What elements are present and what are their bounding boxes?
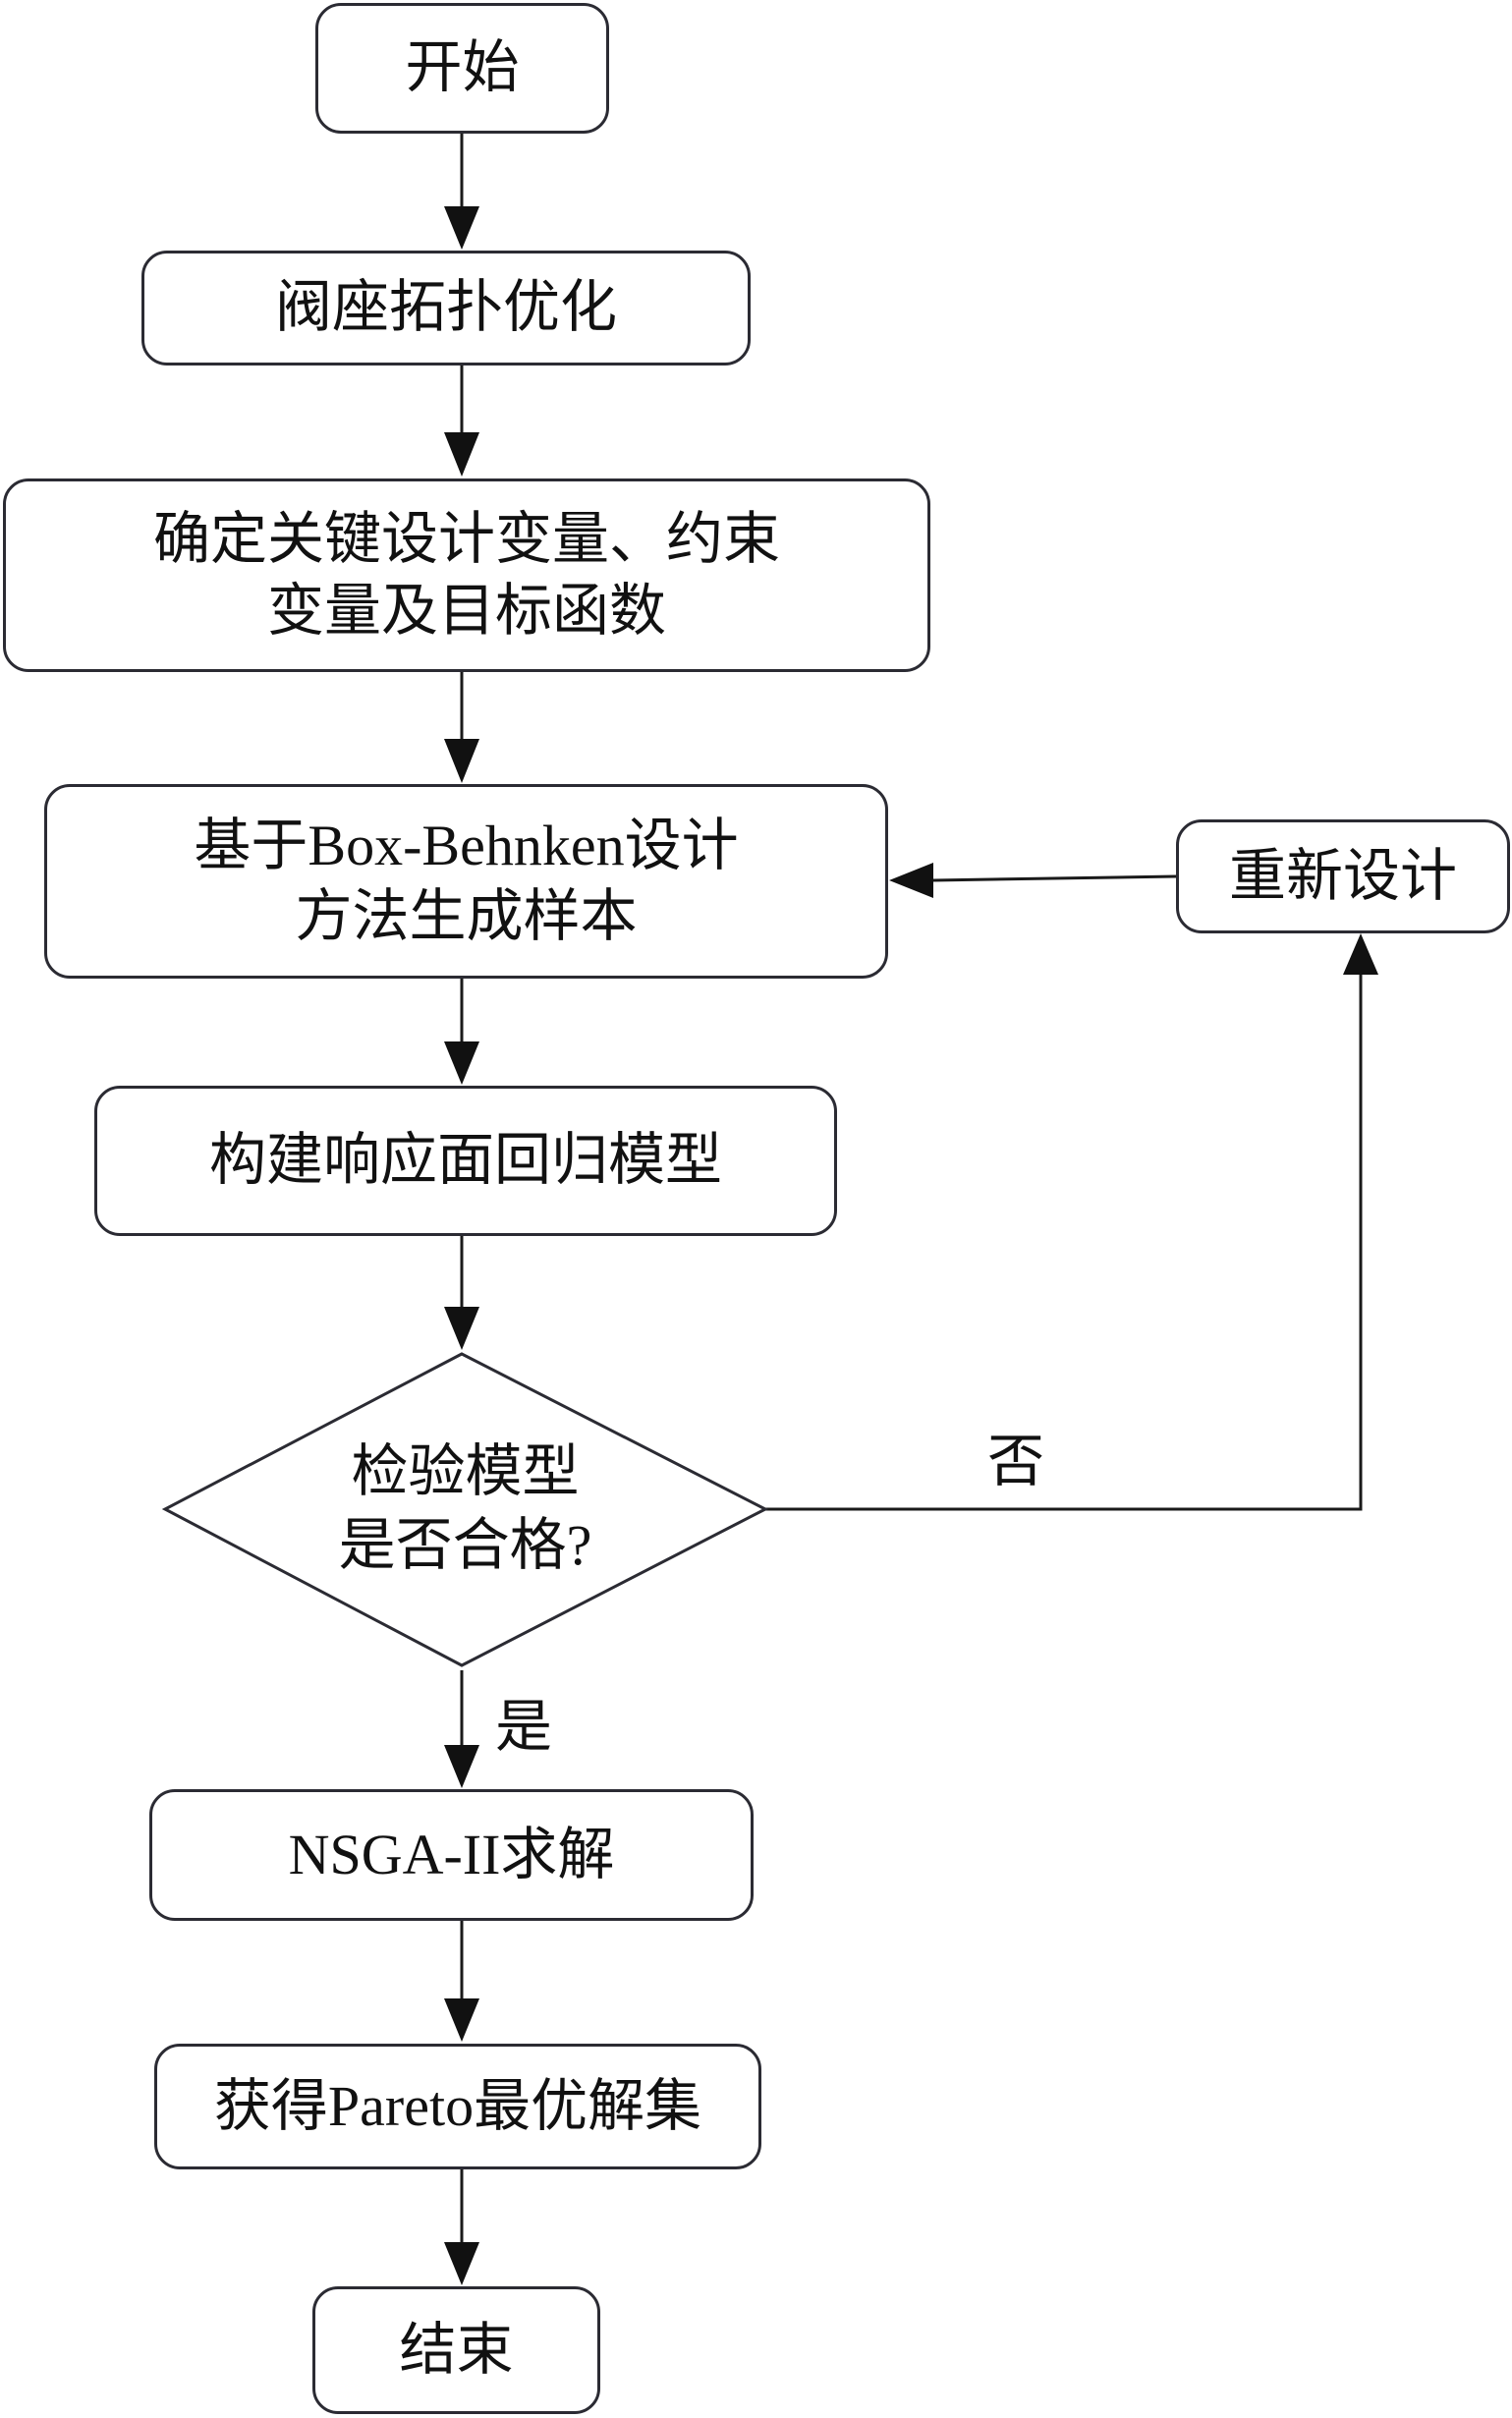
bbd-label-line1: 基于Box-Behnken设计	[194, 813, 739, 877]
no-branch-label: 否	[987, 1430, 1045, 1493]
pareto-node: 获得Pareto最优解集	[154, 2044, 761, 2169]
bbd-sampling-node: 基于Box-Behnken设计 方法生成样本	[44, 784, 888, 979]
decision-text: 检验模型 是否合格?	[165, 1434, 765, 1583]
arrowhead	[444, 1745, 479, 1788]
decision-label-line2: 是否合格?	[338, 1513, 592, 1578]
arrowhead	[444, 206, 479, 250]
arrowhead	[1343, 933, 1378, 975]
rsm-model-node: 构建响应面回归模型	[94, 1086, 837, 1236]
decision-diamond	[161, 1352, 769, 1667]
arrowhead	[444, 1998, 479, 2042]
arrowhead	[889, 863, 933, 898]
define-variables-node: 确定关键设计变量、约束 变量及目标函数	[3, 478, 930, 672]
bbd-label-line2: 方法生成样本	[295, 884, 638, 948]
start-node: 开始	[315, 3, 609, 134]
yes-branch-label: 是	[495, 1695, 553, 1759]
topology-label: 阀座拓扑优化	[274, 275, 617, 340]
arrowhead	[444, 739, 479, 783]
topology-node: 阀座拓扑优化	[141, 251, 751, 366]
nsga-label: NSGA-II求解	[288, 1822, 615, 1886]
nsga-node: NSGA-II求解	[149, 1789, 754, 1921]
redesign-node: 重新设计	[1176, 819, 1510, 933]
define-label-line1: 确定关键设计变量、约束	[152, 507, 780, 571]
decision-label-line1: 检验模型	[351, 1439, 580, 1503]
arrowhead	[444, 432, 479, 477]
redesign-label: 重新设计	[1228, 843, 1457, 908]
end-node: 结束	[312, 2286, 600, 2414]
pareto-label: 获得Pareto最优解集	[213, 2073, 702, 2138]
arrowhead	[444, 1307, 479, 1350]
define-label-line2: 变量及目标函数	[266, 578, 666, 643]
arrowhead	[444, 1041, 479, 1085]
arrow-no-loop	[765, 975, 1363, 1511]
rsm-label: 构建响应面回归模型	[208, 1128, 722, 1193]
start-label: 开始	[405, 35, 520, 100]
arrow-redesign-to-bbd	[932, 874, 1177, 882]
arrowhead	[444, 2242, 479, 2285]
end-label: 结束	[399, 2317, 514, 2382]
